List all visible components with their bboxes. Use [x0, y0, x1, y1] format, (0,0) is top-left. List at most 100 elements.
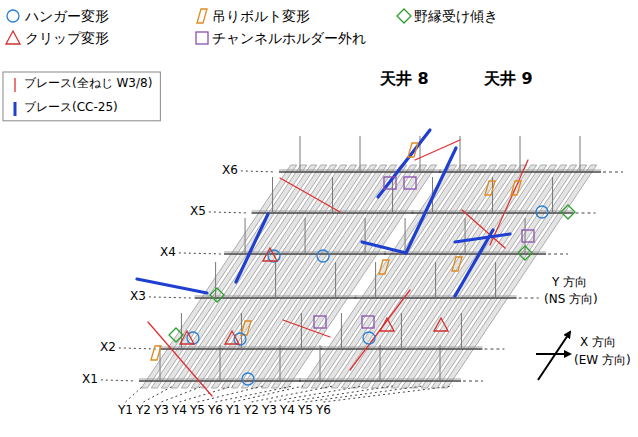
hanger-bolt	[552, 177, 553, 213]
column-label: Y6	[208, 404, 223, 418]
hanger-bolt	[520, 136, 521, 172]
row-label: X2	[100, 341, 116, 355]
holder-mark	[384, 177, 396, 189]
row-leader	[101, 380, 136, 381]
legend-text: 野縁受け傾き	[414, 8, 498, 24]
row-leader	[241, 171, 276, 172]
brace-rod	[280, 178, 340, 212]
hanger-bolt	[360, 136, 361, 172]
channel-extension	[576, 213, 596, 214]
bolt-mark	[511, 181, 521, 195]
hanger-bolt	[305, 218, 306, 254]
hanger-bolt	[465, 218, 466, 254]
brace-channel	[455, 234, 510, 242]
hanger-bolt	[405, 218, 406, 254]
hanger-mark	[363, 332, 375, 344]
hanger-bolt	[525, 218, 526, 254]
hanger-bolt	[341, 313, 342, 349]
column-leader	[197, 386, 263, 402]
legend-text: チャンネルホルダー外れ	[212, 30, 366, 46]
brace-rod	[350, 290, 410, 370]
hanger-bolt	[375, 262, 376, 298]
hanger-bolt	[392, 177, 393, 213]
legend-text: 吊りボルト変形	[212, 8, 310, 24]
hanger-symbol	[7, 10, 19, 22]
channel-extension	[548, 254, 568, 255]
braces	[137, 130, 528, 396]
ceiling-grid	[139, 136, 623, 388]
legend-symbols	[3, 9, 411, 121]
brace-channel	[236, 214, 268, 282]
bolt-mark	[408, 143, 418, 157]
channel-extension	[484, 349, 504, 350]
column-leader	[125, 386, 143, 402]
tilt-mark	[210, 288, 224, 302]
clip-mark	[263, 248, 277, 261]
holder-mark	[314, 316, 326, 328]
bolt-mark	[379, 260, 389, 274]
column-label: Y4	[280, 404, 295, 418]
ceiling-name: 天井 9	[484, 70, 533, 88]
hanger-bolt	[220, 345, 221, 381]
row-leader	[209, 212, 249, 213]
brace-sample	[14, 78, 15, 92]
hanger-bolt	[335, 262, 336, 298]
brace-channel	[137, 279, 207, 293]
brace-rod	[462, 210, 505, 248]
column-label: Y3	[154, 404, 169, 418]
clip-mark	[225, 331, 239, 344]
hanger-bolt	[245, 218, 246, 254]
damage-marks	[151, 143, 575, 385]
row-label: X5	[190, 205, 206, 219]
brace-channel	[362, 242, 406, 253]
holder-mark	[404, 177, 416, 189]
direction-label: Y 方向	[552, 276, 587, 290]
brace-channel	[406, 148, 456, 253]
legend-text: ハンガー変形	[25, 8, 109, 24]
diamond-symbol	[397, 9, 411, 23]
row-label: X1	[82, 373, 98, 387]
column-label: Y5	[190, 404, 205, 418]
hanger-bolt	[320, 345, 321, 381]
bolt-mark	[151, 346, 161, 360]
clip-mark	[180, 331, 194, 344]
hanger-bolt	[365, 218, 366, 254]
tilt-mark	[561, 205, 575, 219]
hanger-bolt	[580, 136, 581, 172]
holder-symbol	[196, 32, 208, 44]
hanger-bolt	[301, 313, 302, 349]
hanger-bolt	[272, 177, 273, 213]
legend-text: クリップ変形	[25, 30, 109, 46]
tilt-mark	[169, 328, 183, 342]
bolt-mark	[485, 181, 495, 195]
channel-extension	[519, 298, 539, 299]
brace-rod	[148, 322, 212, 396]
column-leader	[161, 386, 203, 402]
row-leader	[179, 253, 221, 254]
brace-channel	[378, 130, 430, 197]
column-leader	[215, 386, 293, 402]
legend-box	[3, 72, 160, 121]
legend-text: ブレース(全ねじ W3/8)	[24, 77, 152, 91]
row-leader	[149, 297, 192, 298]
hanger-bolt	[461, 313, 462, 349]
brace-sample	[14, 102, 17, 116]
x-arrow	[536, 353, 570, 355]
column-leader	[143, 386, 173, 402]
hanger-bolt	[280, 345, 281, 381]
hanger-mark	[317, 250, 329, 262]
holder-mark	[522, 230, 534, 242]
column-label: Y1	[226, 404, 241, 418]
column-label: Y5	[298, 404, 313, 418]
hanger-bolt	[401, 313, 402, 349]
column-leader	[269, 386, 363, 402]
hanger-bolt	[495, 262, 496, 298]
hanger-bolt	[460, 136, 461, 172]
direction-arrows	[536, 332, 570, 380]
bolt-mark	[452, 257, 462, 271]
ceiling-name: 天井 8	[380, 70, 429, 88]
hanger-bolt	[300, 136, 301, 172]
